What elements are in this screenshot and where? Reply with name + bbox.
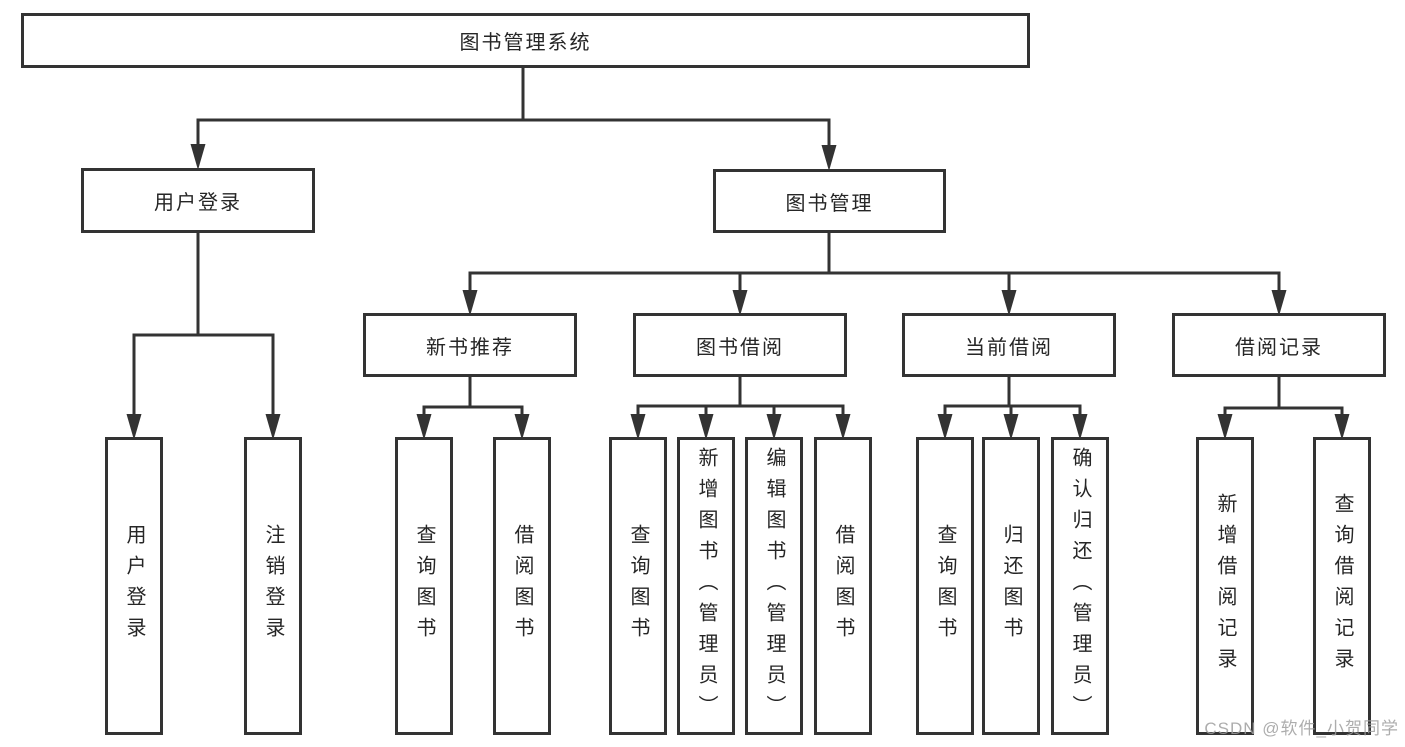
arrow-head-icon xyxy=(265,414,281,440)
arrow-head-icon xyxy=(1217,414,1233,440)
arrow-head-icon xyxy=(698,414,714,440)
arrow-head-icon xyxy=(514,414,530,440)
arrow-head-icon xyxy=(190,144,206,170)
arrow-head-icon xyxy=(630,414,646,440)
arrow-head-icon xyxy=(821,145,837,171)
arrow-head-icon xyxy=(766,414,782,440)
arrow-head-icon xyxy=(937,414,953,440)
arrow-head-icon xyxy=(462,290,478,316)
arrow-head-icon xyxy=(835,414,851,440)
arrow-head-icon xyxy=(1334,414,1350,440)
arrow-head-icon xyxy=(732,290,748,316)
arrow-head-icon xyxy=(416,414,432,440)
arrow-head-icon xyxy=(1271,290,1287,316)
arrow-head-icon xyxy=(1072,414,1088,440)
csdn-watermark: CSDN @软件_小贺同学 xyxy=(1204,719,1399,738)
arrow-head-icon xyxy=(1003,414,1019,440)
arrow-head-icon xyxy=(1001,290,1017,316)
arrow-head-icon xyxy=(126,414,142,440)
